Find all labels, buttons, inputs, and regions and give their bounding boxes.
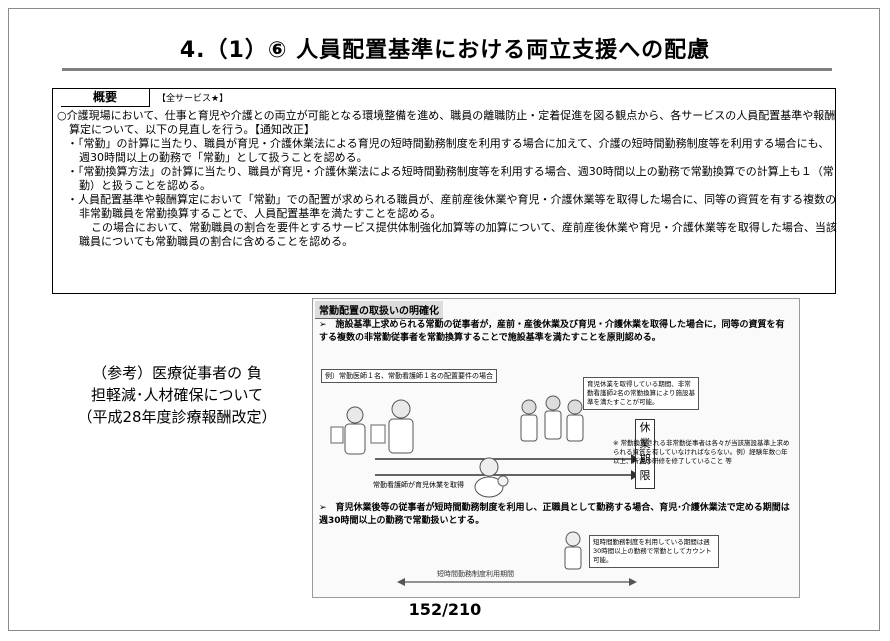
- panel-bullet-2: ➢ 育児休業後等の従事者が短時間勤務制度を利用し、正職員として勤務する場合、育児…: [319, 503, 790, 526]
- summary-point-3: ・人員配置基準や報酬算定において「常勤」での配置が求められる職員が、産前産後休業…: [67, 193, 837, 220]
- panel-bullet-1: ➢ 施設基準上求められる常勤の従事者が，産前・産後休業及び育児・介護休業を取得し…: [319, 320, 785, 343]
- summary-box: 概要 【全サービス★】 ○介護現場において、仕事と育児や介護との両立が可能となる…: [52, 88, 837, 294]
- short-hours-period-label: 短時間勤務制度利用期間: [437, 570, 514, 578]
- note-short-hours: 短時間勤務制度を利用している期間は週30時間以上の勤務で常勤としてカウント可能。: [589, 535, 719, 568]
- reference-figure: 常勤配置の取扱いの明確化 ➢ 施設基準上求められる常勤の従事者が，産前・産後休業…: [312, 298, 800, 598]
- slide-frame: [8, 8, 880, 631]
- summary-header: 概要 【全サービス★】: [53, 89, 837, 107]
- panel-title: 常勤配置の取扱いの明確化: [315, 301, 443, 319]
- summary-intro: ○介護現場において、仕事と育児や介護との両立が可能となる環境整備を進め、職員の離…: [57, 109, 836, 136]
- summary-point-1: ・「常勤」の計算に当たり、職員が育児・介護休業法による育児の短時間勤務制度を利用…: [67, 137, 830, 164]
- reference-line-2: 担軽減･人材確保について: [90, 386, 264, 404]
- nurse-leave-caption: 常勤看護師が育児休業を取得: [373, 481, 464, 489]
- mother-baby-icon: [474, 457, 509, 498]
- example-label: 例）常勤医師１名、常勤看護師１名の配置要件の場合: [321, 369, 497, 383]
- reference-line-1: （参考）医療従事者の 負: [92, 364, 262, 382]
- leave-period-box: 休業期限: [635, 419, 655, 489]
- doctor-illustration-icon: [370, 399, 414, 454]
- note-part-time-conversion: 育児休業を取得している期間、非常勤看護師2名の常勤換算により施設基準を満たすこと…: [583, 377, 699, 410]
- summary-tab-label: 概要: [61, 89, 150, 107]
- summary-point-3-note: この場合において、常勤職員の割合を要件とするサービス提供体制強化加算等の加算につ…: [79, 221, 837, 248]
- summary-point-2: ・「常勤換算方法」の計算に当たり、職員が育児・介護休業法による短時間勤務制度等を…: [67, 165, 834, 192]
- page-number: 152/210: [408, 600, 482, 619]
- page-title: 4.（1）⑥ 人員配置基準における両立支援への配慮: [179, 38, 711, 63]
- title-underline: [62, 68, 832, 71]
- reference-line-3: （平成28年度診療報酬改定）: [77, 408, 277, 426]
- nurse-illustration-icon: [330, 406, 366, 455]
- nurse-short-hours-icon: [564, 531, 582, 570]
- service-tag: 【全サービス★】: [157, 94, 229, 104]
- reference-note: （参考）医療従事者の 負 担軽減･人材確保について （平成28年度診療報酬改定）: [58, 362, 296, 428]
- note-qualification: ※ 常勤換算される非常勤従事者は各々が当該施設基準上求められる資質を有していなけ…: [613, 439, 790, 465]
- staffing-diagram: [330, 395, 639, 586]
- part-time-staff-icon: [520, 395, 584, 442]
- summary-body: ○介護現場において、仕事と育児や介護との両立が可能となる環境整備を進め、職員の離…: [53, 109, 841, 249]
